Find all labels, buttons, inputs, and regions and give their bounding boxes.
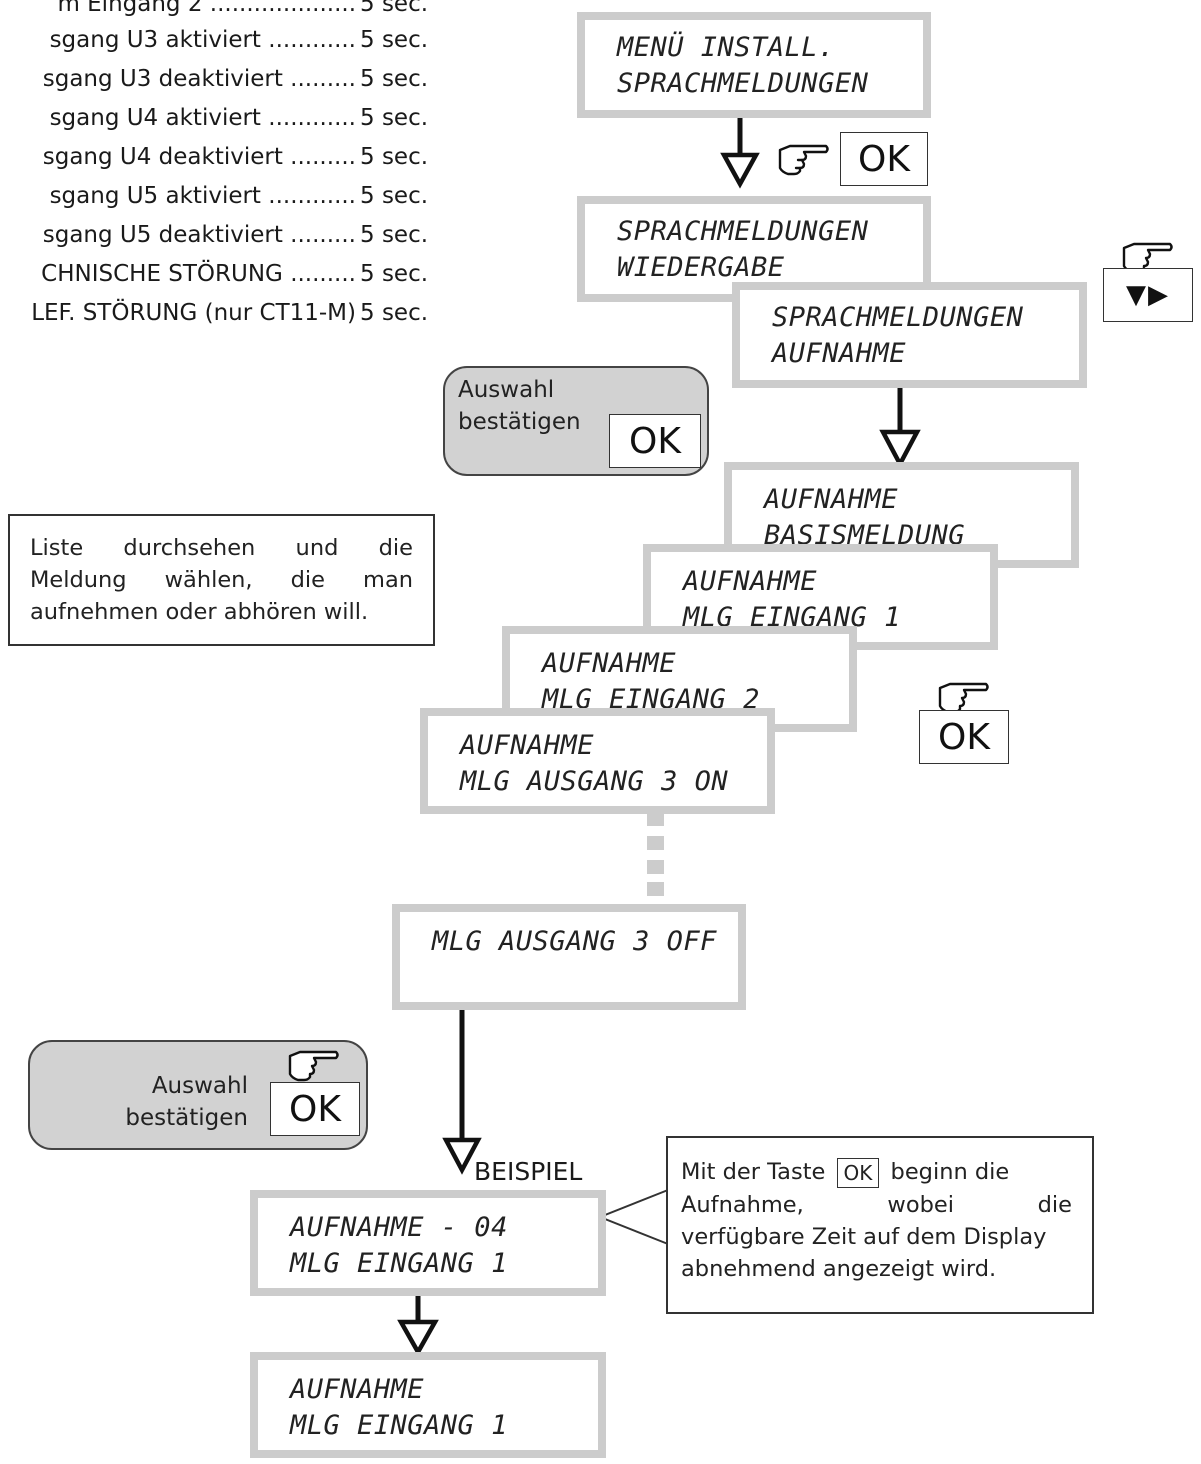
ok-button[interactable]: OK bbox=[840, 132, 928, 186]
record-instruction-note: Mit der Taste OK beginn die Aufnahme, wo… bbox=[666, 1136, 1094, 1314]
list-item: sgang U5 aktiviert ............ 5 sec. bbox=[49, 183, 429, 209]
arrow-head-4 bbox=[397, 1319, 439, 1357]
lcd-ausgang-3-on: AUFNAHME MLG AUSGANG 3 ON bbox=[420, 708, 775, 814]
ok-button[interactable]: OK bbox=[609, 414, 701, 468]
arrow-head-1 bbox=[720, 152, 760, 189]
list-item: sgang U4 deaktiviert ......... 5 sec. bbox=[42, 144, 429, 170]
hand-pointer-icon bbox=[778, 144, 829, 176]
callout-pointer bbox=[597, 1189, 669, 1245]
lcd-record-done: AUFNAHME MLG EINGANG 1 bbox=[250, 1352, 606, 1458]
confirm-selection-box: Auswahl bestätigen OK bbox=[443, 366, 709, 476]
arrow-head-3 bbox=[442, 1137, 482, 1175]
lcd-aufnahme: SPRACHMELDUNGEN AUFNAHME bbox=[732, 282, 1087, 388]
list-item: m Eingang 2 .................... 5 sec. bbox=[57, 0, 429, 17]
browse-instruction-note: Liste durchsehen und die Meldung wählen,… bbox=[8, 514, 435, 646]
list-item: sgang U3 aktiviert ............ 5 sec. bbox=[49, 27, 429, 53]
down-right-nav-button[interactable]: ▼▶ bbox=[1103, 268, 1193, 322]
continuation-dots bbox=[647, 812, 664, 896]
confirm-label-line-2: bestätigen bbox=[125, 1105, 248, 1131]
list-item: LEF. STÖRUNG (nur CT11-M) 5 sec. bbox=[31, 300, 429, 326]
ok-button[interactable]: OK bbox=[919, 710, 1009, 764]
hand-pointer-icon bbox=[938, 682, 989, 714]
list-item: sgang U4 aktiviert ............ 5 sec. bbox=[49, 105, 429, 131]
lcd-menu-install: MENÜ INSTALL. SPRACHMELDUNGEN bbox=[577, 12, 931, 118]
confirm-label-line-1: Auswahl bbox=[151, 1073, 248, 1099]
lcd-record-countdown: AUFNAHME - 04 MLG EINGANG 1 bbox=[250, 1190, 606, 1296]
confirm-label-line-1: Auswahl bbox=[458, 377, 555, 403]
arrow-head-2 bbox=[879, 429, 921, 469]
lcd-ausgang-3-off: MLG AUSGANG 3 OFF bbox=[392, 904, 746, 1010]
list-item: sgang U5 deaktiviert ......... 5 sec. bbox=[42, 222, 429, 248]
ok-key-inline: OK bbox=[836, 1157, 880, 1188]
list-item: sgang U3 deaktiviert ......... 5 sec. bbox=[42, 66, 429, 92]
hand-pointer-icon bbox=[288, 1050, 339, 1082]
list-item: CHNISCHE STÖRUNG ......... 5 sec. bbox=[41, 261, 429, 287]
confirm-label-line-2: bestätigen bbox=[458, 409, 581, 435]
example-label: BEISPIEL bbox=[474, 1157, 583, 1186]
ok-button[interactable]: OK bbox=[270, 1082, 360, 1136]
